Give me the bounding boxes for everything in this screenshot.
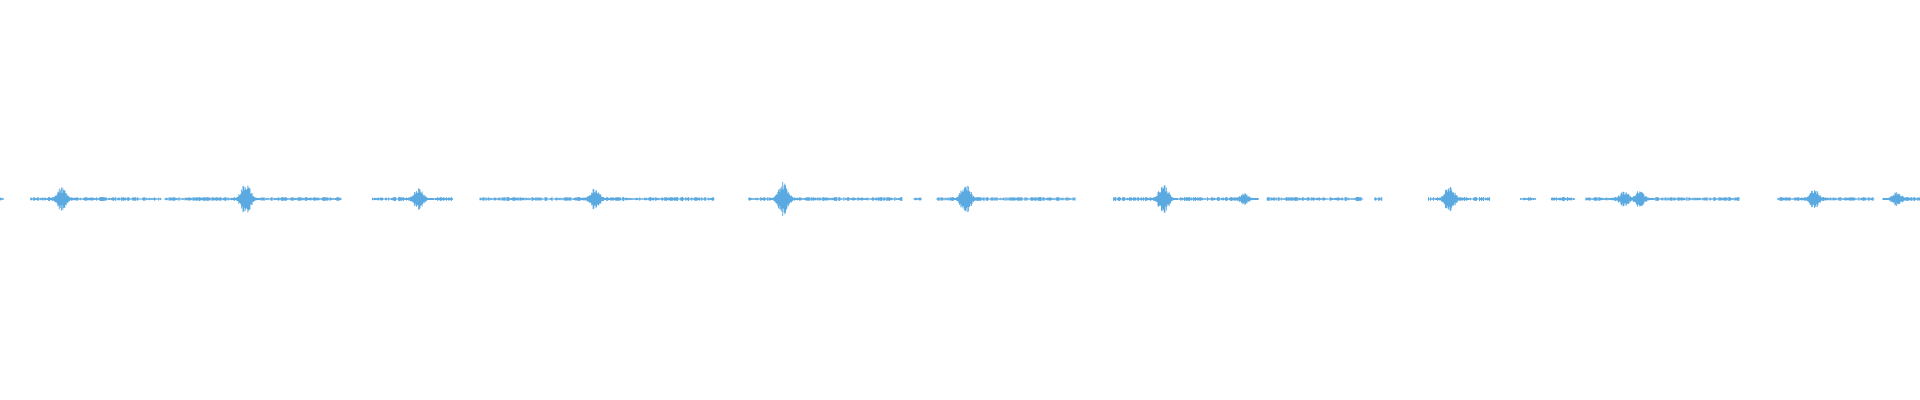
waveform-burst — [1625, 191, 1655, 207]
waveform-burst — [1799, 190, 1829, 208]
waveform-burst — [1882, 191, 1912, 207]
waveform-burst — [951, 185, 981, 213]
waveform-burst — [1229, 193, 1259, 205]
waveform-burst — [768, 181, 798, 217]
waveform-burst — [46, 187, 76, 211]
waveform-burst — [1149, 185, 1178, 213]
waveform-track — [0, 181, 1920, 217]
waveform-burst — [231, 185, 261, 213]
waveform-burst — [404, 188, 434, 210]
waveform-burst — [1435, 186, 1465, 212]
waveform-burst — [580, 189, 610, 209]
